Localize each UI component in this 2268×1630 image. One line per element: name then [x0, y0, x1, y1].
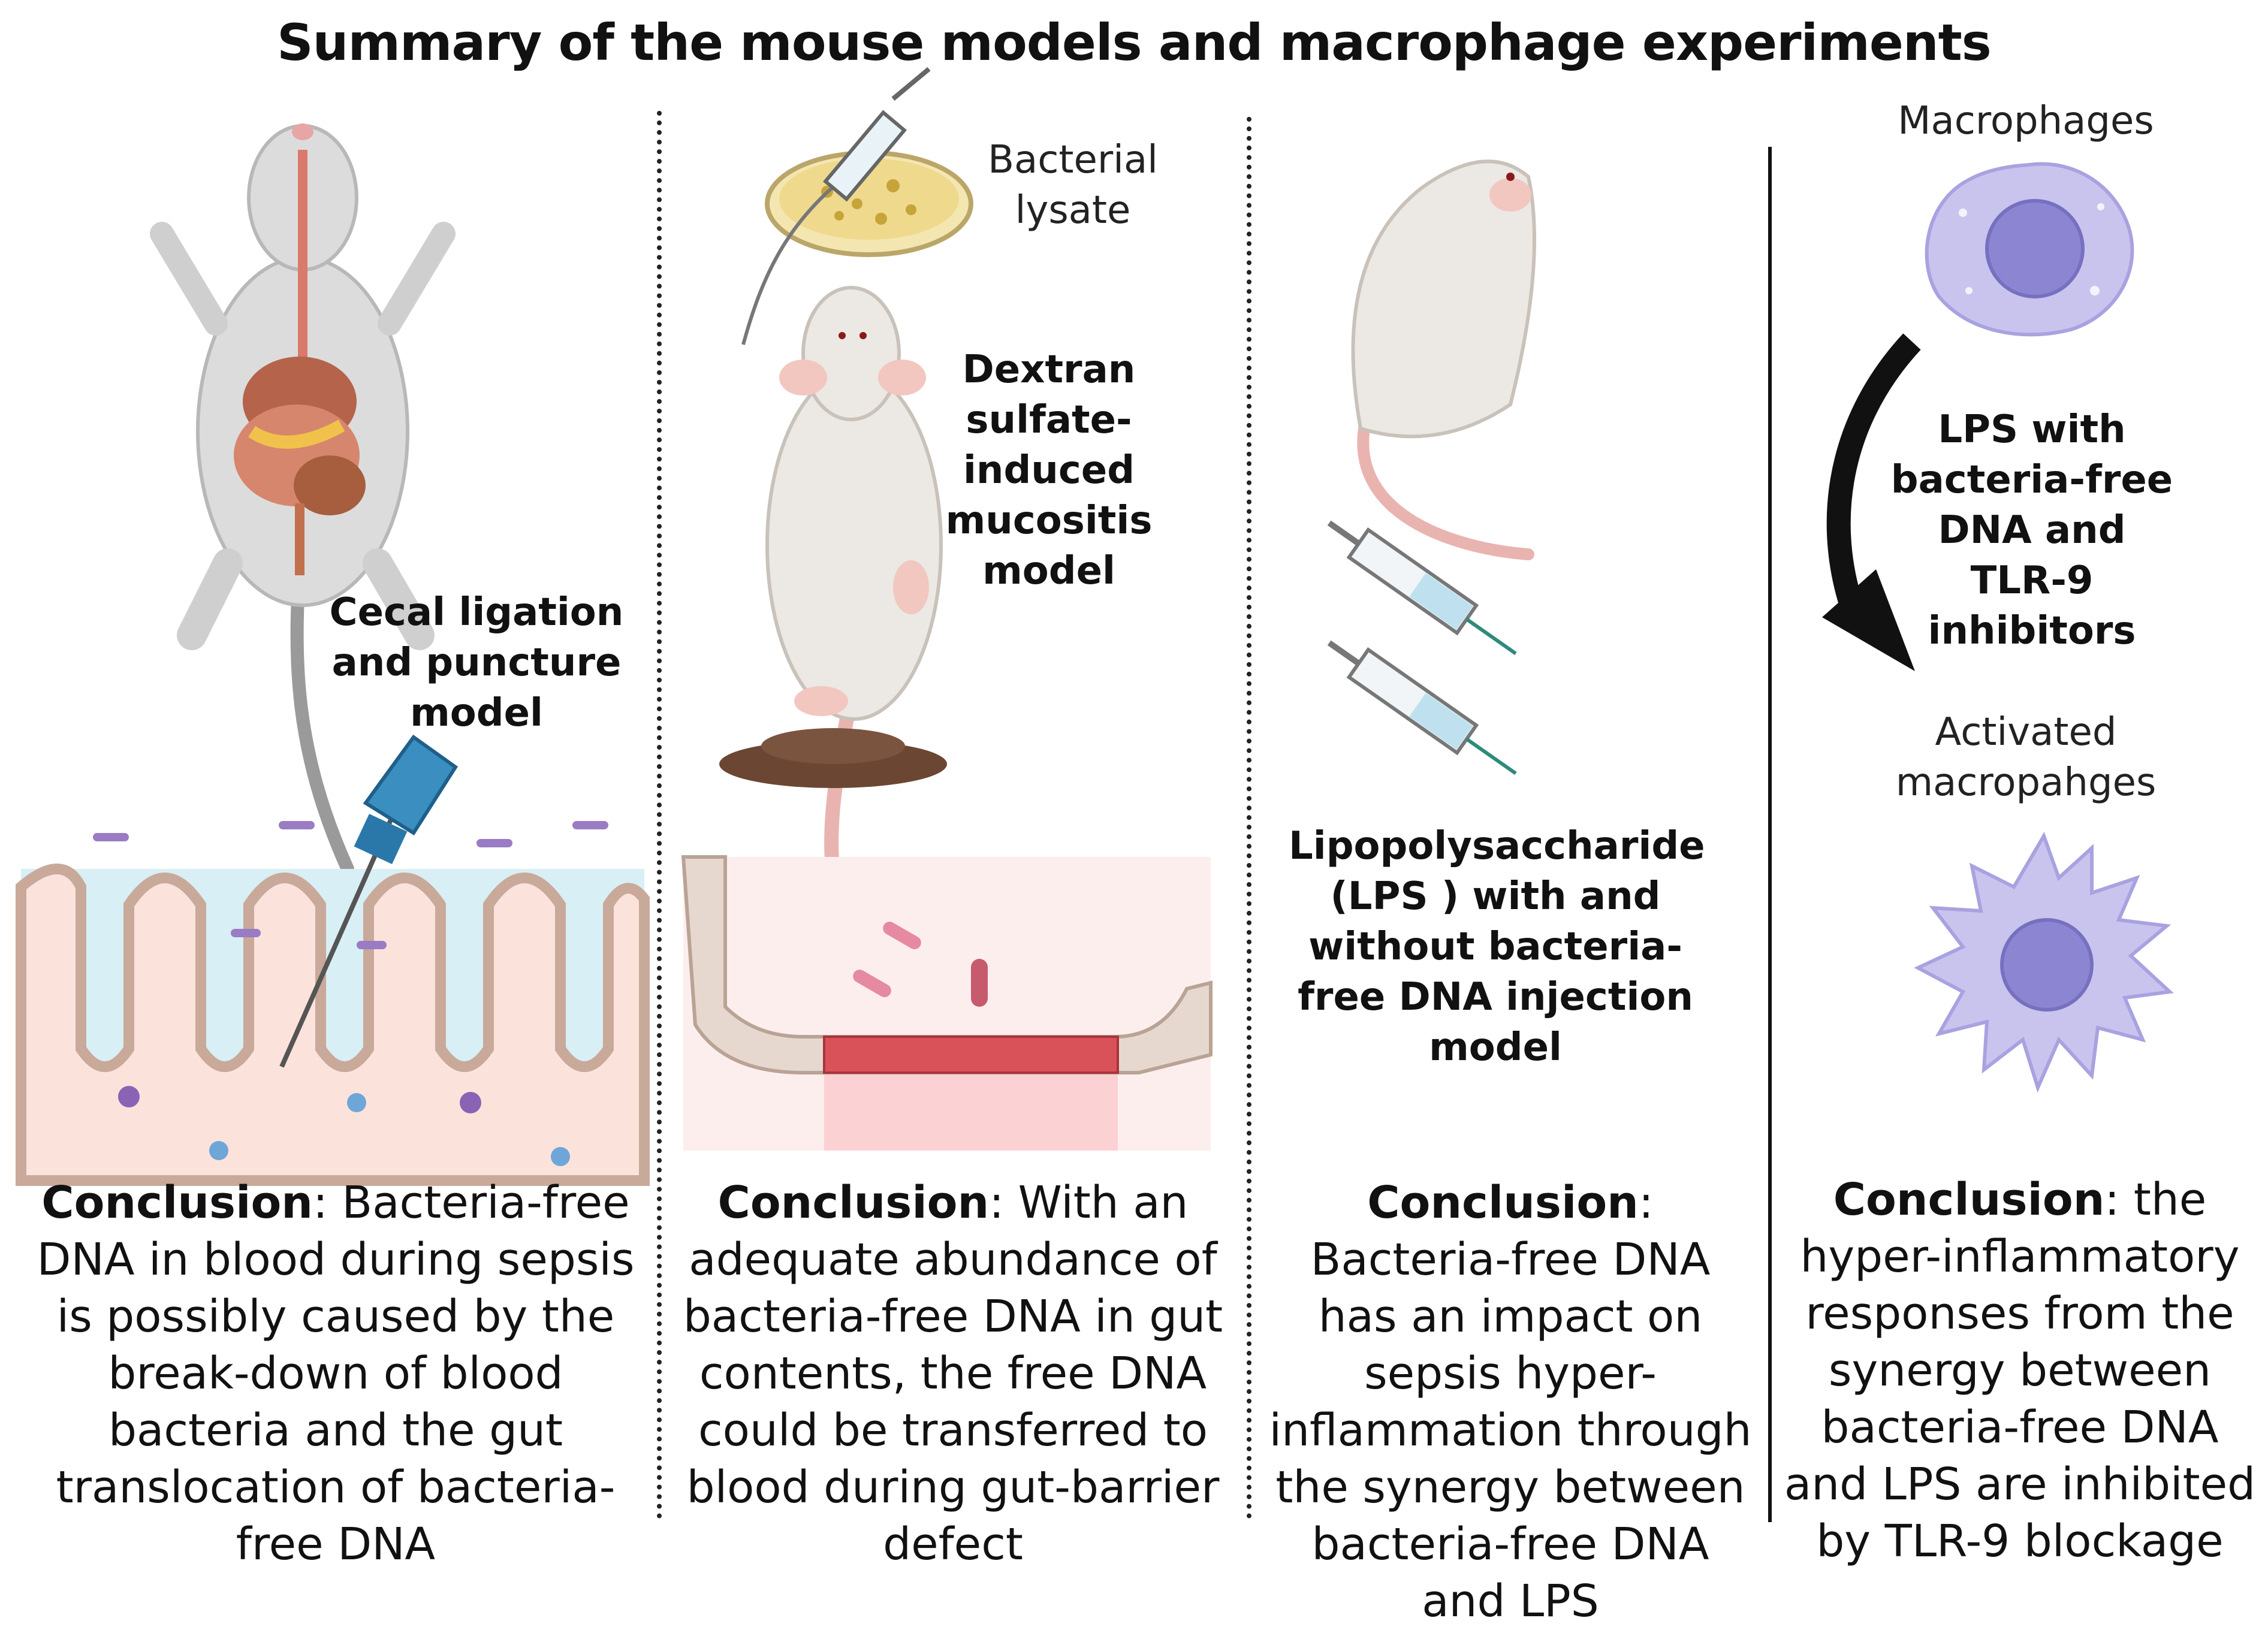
panel2-conclusion: Conclusion: With an adequate abundance o…: [671, 1175, 1235, 1573]
panel1-conclusion-heading: Conclusion: [41, 1177, 313, 1228]
gut-villi-icon: [16, 821, 650, 1186]
dss-model-label: Dextran sulfate-induced mucositis model: [945, 348, 1153, 593]
panel3-conclusion: Conclusion: Bacteria-free DNA has an imp…: [1265, 1175, 1756, 1630]
gut-epithelium-icon: [681, 855, 1213, 1151]
feces-icon: [719, 728, 947, 788]
panel1-conclusion-text: : Bacteria-free DNA in blood during seps…: [37, 1177, 635, 1570]
divider-1: [657, 111, 662, 1519]
curved-arrow-icon: [1822, 333, 1921, 671]
syringe-icon: [741, 67, 931, 345]
mouse-anatomy-icon: [150, 123, 456, 876]
lps-model-label: Lipopolysaccharide (LPS ) with and witho…: [1289, 824, 1705, 1070]
divider-3: [1768, 147, 1772, 1522]
panel2-conclusion-text: : With an adequate abundance of bacteria…: [683, 1177, 1223, 1570]
panel4-conclusion-heading: Conclusion: [1833, 1174, 2105, 1225]
activated-macrophage-icon: [1914, 831, 2174, 1093]
bacterial-lysate-label: Bacterial lysate: [988, 138, 1158, 233]
cecal-model-label: Cecal ligation and puncture model: [329, 590, 624, 735]
macrophages-label: Macrophages: [1898, 99, 2154, 143]
treatment-label: LPS with bacteria-free DNA and TLR-9 inh…: [1890, 408, 2173, 653]
needle-icon: [279, 734, 459, 1068]
petri-dish-icon: [765, 150, 973, 257]
macrophage-icon: [1925, 162, 2134, 337]
panel3-conclusion-text: : Bacteria-free DNA has an impact on sep…: [1269, 1177, 1752, 1627]
panel4-conclusion-text: : the hyper-inflammatory responses from …: [1784, 1174, 2256, 1567]
divider-2: [1247, 117, 1251, 1519]
panel1-conclusion: Conclusion: Bacteria-free DNA in blood d…: [18, 1175, 653, 1573]
rat-icon-2: [1351, 159, 1536, 560]
activated-macrophages-label: Activated macropahges: [1895, 710, 2157, 805]
figure-title: Summary of the mouse models and macropha…: [277, 13, 1992, 72]
syringe-icon-2: [1327, 520, 1517, 775]
panel2-conclusion-heading: Conclusion: [717, 1177, 990, 1228]
panel3-conclusion-heading: Conclusion: [1367, 1177, 1639, 1228]
panel4-conclusion: Conclusion: the hyper-inflammatory respo…: [1774, 1172, 2266, 1570]
